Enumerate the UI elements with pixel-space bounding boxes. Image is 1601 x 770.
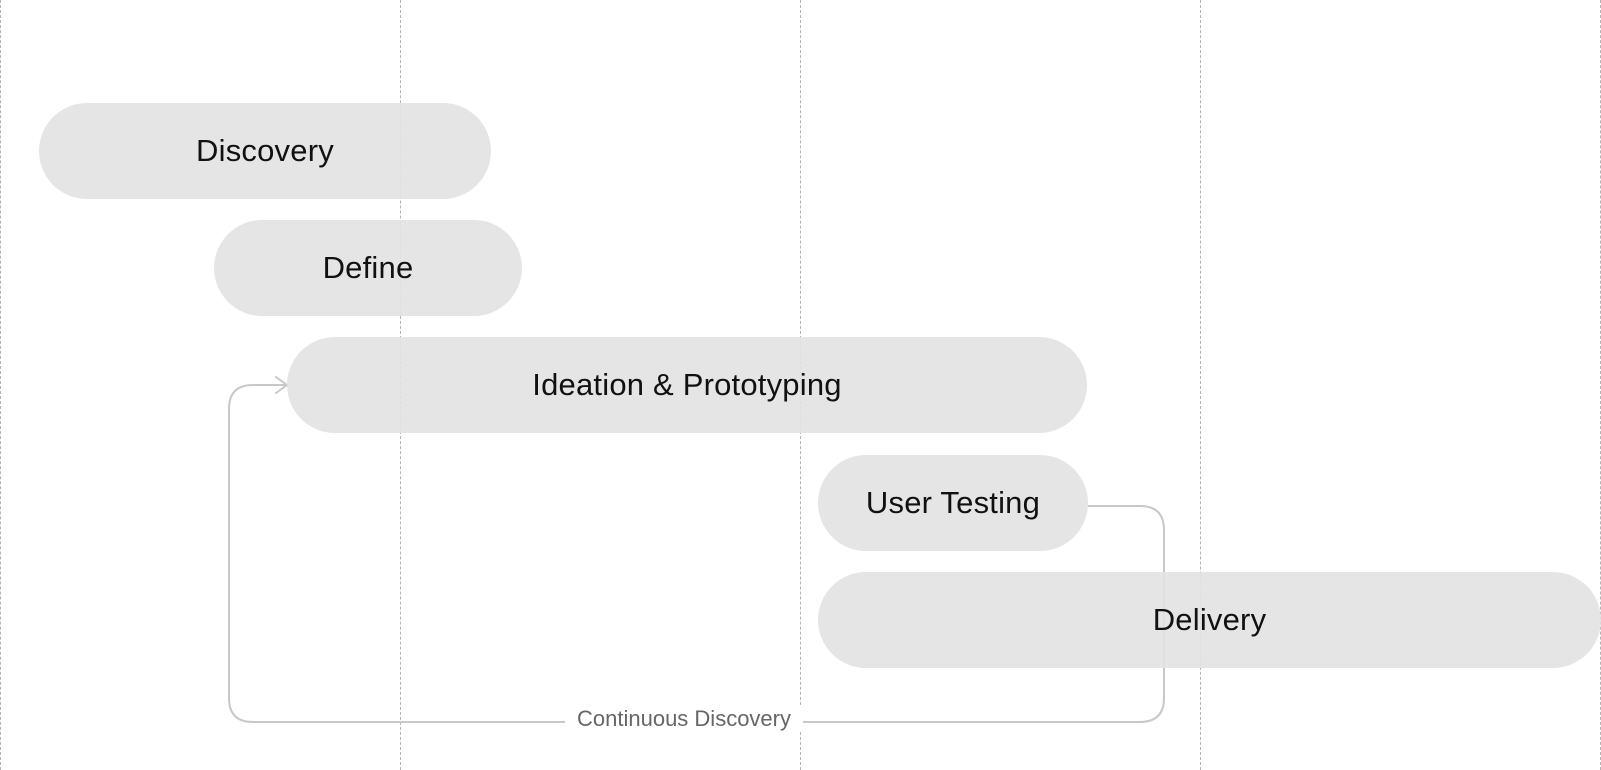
feedback-loop-line xyxy=(228,384,1165,723)
phase-delivery: Delivery xyxy=(818,572,1601,668)
column-divider xyxy=(1200,0,1201,770)
continuous-discovery-label: Continuous Discovery xyxy=(565,706,803,732)
phase-ideation-prototyping: Ideation & Prototyping xyxy=(287,337,1087,433)
column-divider xyxy=(0,0,1,770)
phase-discovery: Discovery xyxy=(39,103,491,199)
phase-define: Define xyxy=(214,220,522,316)
phase-user-testing: User Testing xyxy=(818,455,1088,551)
